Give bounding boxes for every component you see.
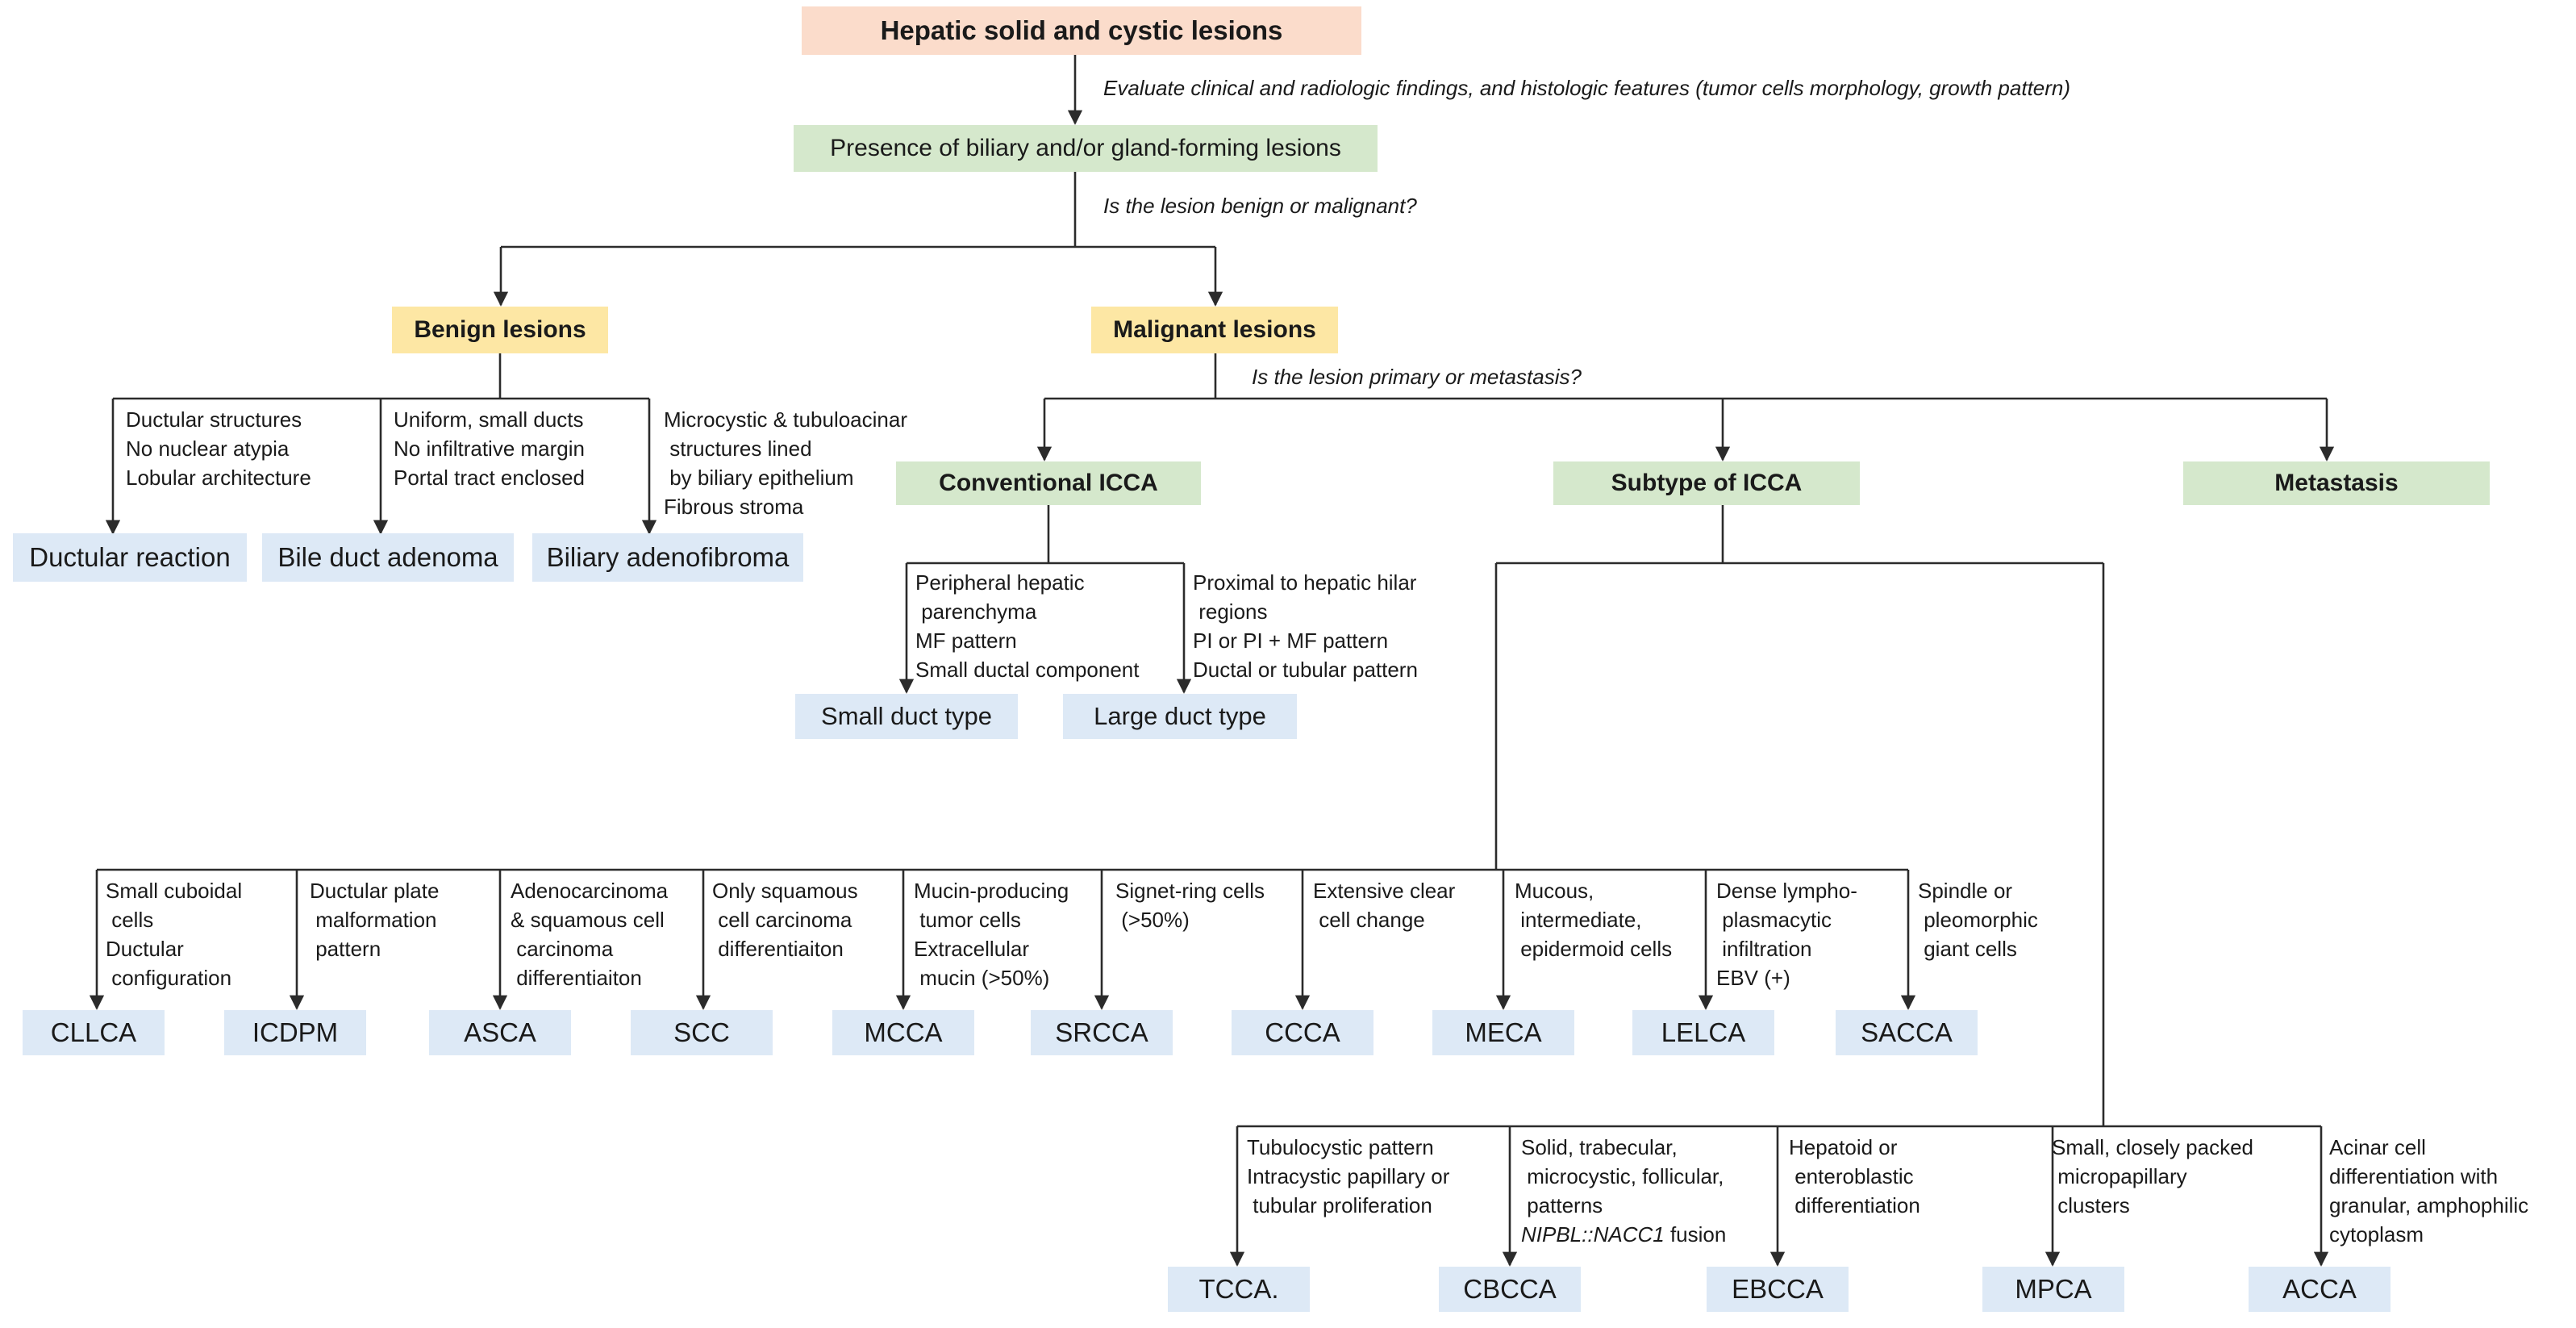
criteria-sacca: Spindle or pleomorphic giant cells: [1918, 879, 2038, 961]
label-lelca: LELCA: [1632, 1010, 1774, 1055]
criteria-cbcca: Solid, trabecular, microcystic, follicul…: [1521, 1133, 1726, 1249]
criteria-cllca: Small cuboidal cells Ductular configurat…: [106, 879, 243, 990]
label-ccca: CCCA: [1232, 1010, 1373, 1055]
label-acca: ACCA: [2249, 1267, 2391, 1312]
criteria-cbcca-text: Solid, trabecular, microcystic, follicul…: [1521, 1135, 1724, 1217]
label-sacca: SACCA: [1836, 1010, 1978, 1055]
fusion-suffix: fusion: [1664, 1222, 1727, 1247]
fusion-gene-name: NIPBL::NACC1: [1521, 1222, 1665, 1247]
criteria-biliary-adenofibroma: Microcystic & tubuloacinar structures li…: [664, 407, 907, 519]
criteria-ccca: Extensive clear cell change: [1313, 879, 1456, 932]
criteria-bile-duct-adenoma: Uniform, small ducts No infiltrative mar…: [394, 407, 586, 490]
metastasis-node: Metastasis: [2183, 461, 2490, 505]
criteria-scc: Only squamous cell carcinoma differentia…: [712, 879, 858, 961]
label-srcca: SRCCA: [1031, 1010, 1173, 1055]
label-mcca: MCCA: [832, 1010, 974, 1055]
label-mpca: MPCA: [1982, 1267, 2124, 1312]
criteria-mpca: Small, closely packed micropapillary clu…: [2052, 1135, 2253, 1217]
criteria-lelca: Dense lympho- plasmacytic infiltration E…: [1716, 879, 1857, 990]
conventional-icca-node: Conventional ICCA: [896, 461, 1201, 505]
criteria-icdpm: Ductular plate malformation pattern: [310, 879, 440, 961]
criteria-ebcca: Hepatoid or enteroblastic differentiatio…: [1789, 1135, 1920, 1217]
label-ductular-reaction: Ductular reaction: [13, 533, 247, 582]
criteria-srcca: Signet-ring cells (>50%): [1115, 879, 1265, 932]
criteria-large-duct: Proximal to hepatic hilar regions PI or …: [1193, 570, 1418, 682]
label-scc: SCC: [631, 1010, 773, 1055]
subtype-icca-node: Subtype of ICCA: [1553, 461, 1860, 505]
criteria-tcca: Tubulocystic pattern Intracystic papilla…: [1247, 1135, 1450, 1217]
question-evaluate: Evaluate clinical and radiologic finding…: [1103, 76, 2071, 100]
criteria-mcca: Mucin-producing tumor cells Extracellula…: [914, 879, 1069, 990]
criteria-meca: Mucous, intermediate, epidermoid cells: [1515, 879, 1673, 961]
criteria-ductular-reaction: Ductular structures No nuclear atypia Lo…: [126, 407, 311, 490]
label-biliary-adenofibroma: Biliary adenofibroma: [532, 533, 803, 582]
benign-node: Benign lesions: [392, 307, 608, 353]
root-node: Hepatic solid and cystic lesions: [802, 6, 1361, 55]
malignant-node: Malignant lesions: [1091, 307, 1338, 353]
criteria-small-duct: Peripheral hepatic parenchyma MF pattern…: [915, 570, 1140, 682]
label-tcca: TCCA.: [1168, 1267, 1310, 1312]
label-asca: ASCA: [429, 1010, 571, 1055]
criteria-acca: Acinar cell differentiation with granula…: [2329, 1135, 2529, 1247]
criteria-asca: Adenocarcinoma & squamous cell carcinoma…: [511, 879, 669, 990]
presence-node: Presence of biliary and/or gland-forming…: [794, 125, 1378, 172]
label-bile-duct-adenoma: Bile duct adenoma: [262, 533, 514, 582]
label-meca: MECA: [1432, 1010, 1574, 1055]
label-large-duct-type: Large duct type: [1063, 694, 1297, 739]
label-cllca: CLLCA: [23, 1010, 165, 1055]
question-primary-metastasis: Is the lesion primary or metastasis?: [1252, 365, 1582, 389]
question-benign-malignant: Is the lesion benign or malignant?: [1103, 194, 1417, 218]
label-small-duct-type: Small duct type: [795, 694, 1018, 739]
label-cbcca: CBCCA: [1439, 1267, 1581, 1312]
label-ebcca: EBCCA: [1707, 1267, 1849, 1312]
label-icdpm: ICDPM: [224, 1010, 366, 1055]
